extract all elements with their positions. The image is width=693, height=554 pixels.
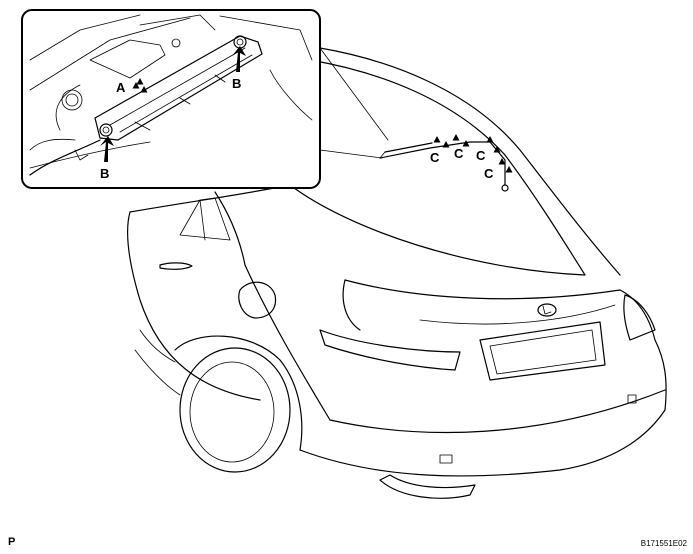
push-arrow-icon bbox=[100, 136, 114, 162]
callout-c-2: C bbox=[454, 146, 464, 161]
antenna-strip bbox=[379, 134, 513, 192]
callout-b-right: B bbox=[232, 76, 241, 91]
detail-inset bbox=[21, 9, 321, 189]
lexus-emblem-icon bbox=[537, 303, 557, 317]
callout-c-4: C bbox=[484, 166, 494, 181]
figure-id: B171551E02 bbox=[640, 539, 687, 548]
clip-icon bbox=[452, 134, 460, 141]
leader-line bbox=[319, 149, 383, 159]
push-arrow-icon bbox=[232, 46, 246, 72]
leader-line bbox=[319, 47, 389, 141]
callout-c-3: C bbox=[476, 148, 486, 163]
page-letter: P bbox=[8, 536, 16, 548]
callout-b-bottom: B bbox=[100, 166, 109, 181]
clip-icon bbox=[433, 136, 441, 143]
callout-c-1: C bbox=[430, 150, 440, 165]
vehicle-rear-view bbox=[127, 47, 667, 499]
callout-a: A bbox=[116, 80, 126, 95]
clip-icon bbox=[505, 166, 513, 173]
clip-icon bbox=[442, 141, 450, 148]
